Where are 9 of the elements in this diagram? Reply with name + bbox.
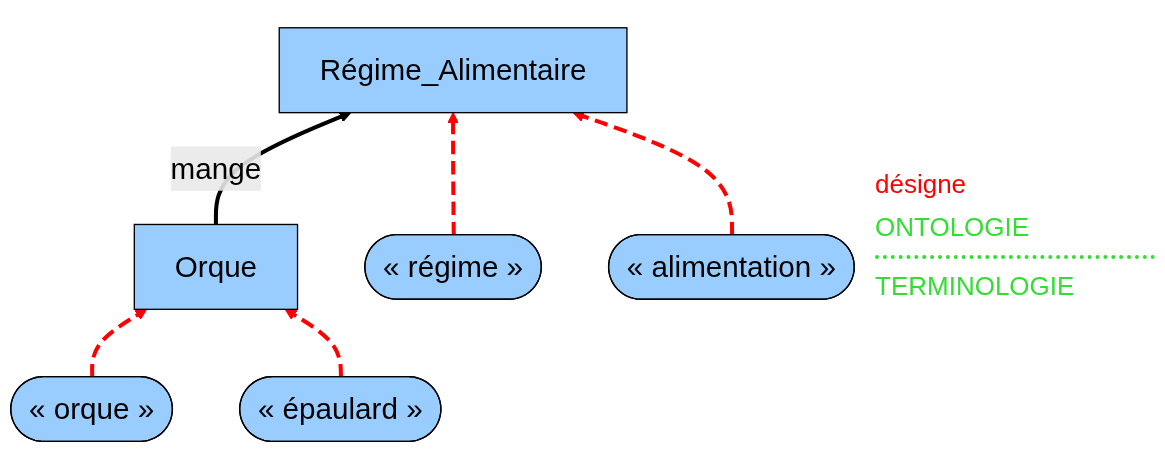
layer-label: TERMINOLOGIE (875, 270, 1076, 302)
arrow (447, 112, 459, 236)
node-box: Orque (133, 224, 299, 311)
edge-label: mange (170, 152, 262, 186)
arrow (284, 309, 343, 378)
relation-label: désigne (875, 168, 968, 200)
arrow (90, 309, 148, 378)
layer-label: ONTOLOGIE (875, 211, 1031, 243)
node-box: Régime_Alimentaire (278, 27, 628, 114)
